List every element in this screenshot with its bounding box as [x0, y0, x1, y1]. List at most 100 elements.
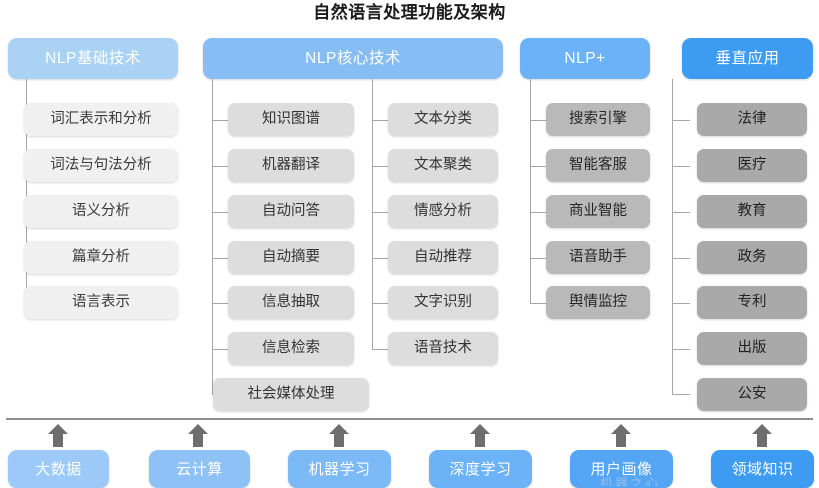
- node-col5-item-1[interactable]: 医疗: [697, 149, 807, 182]
- node-col1-item-4[interactable]: 语言表示: [24, 286, 178, 319]
- arrow-up-icon: [48, 424, 68, 447]
- arrow-up-icon: [188, 424, 208, 447]
- watermark-text: 机器之心: [600, 476, 661, 486]
- node-label: 智能客服: [569, 157, 627, 174]
- node-label: 语言表示: [72, 294, 130, 311]
- connector-trunk-col3: [372, 79, 373, 349]
- node-label: 自动问答: [262, 203, 320, 220]
- node-label: 机器翻译: [262, 157, 320, 174]
- connector-trunk-col4: [530, 79, 531, 303]
- node-col1-item-1[interactable]: 词法与句法分析: [24, 149, 178, 182]
- node-label: 篇章分析: [72, 249, 130, 266]
- section-divider: [6, 418, 813, 420]
- node-col2-item-2[interactable]: 自动问答: [228, 195, 354, 228]
- node-col5-item-6[interactable]: 公安: [697, 378, 807, 411]
- connector-trunk-col1: [26, 79, 27, 308]
- node-col4-item-4[interactable]: 舆情监控: [546, 286, 650, 319]
- foundation-label: 领域知识: [731, 460, 794, 478]
- node-col3-item-3[interactable]: 自动推荐: [388, 241, 498, 274]
- node-col1-item-2[interactable]: 语义分析: [24, 195, 178, 228]
- arrow-up-icon: [329, 424, 349, 447]
- node-label: 舆情监控: [569, 294, 627, 311]
- connector-stub: [212, 303, 230, 304]
- node-label: 法律: [737, 111, 767, 128]
- node-col3-item-4[interactable]: 文字识别: [388, 286, 498, 319]
- connector-stub: [672, 349, 690, 350]
- foundation-item-machine-learning[interactable]: 机器学习: [288, 450, 391, 488]
- node-col5-item-3[interactable]: 政务: [697, 241, 807, 274]
- node-label: 自动推荐: [414, 249, 472, 266]
- node-col4-item-3[interactable]: 语音助手: [546, 241, 650, 274]
- foundation-label: 深度学习: [449, 460, 512, 478]
- foundation-item-cloud-computing[interactable]: 云计算: [149, 450, 250, 488]
- node-label: 政务: [737, 249, 767, 266]
- node-col5-item-5[interactable]: 出版: [697, 332, 807, 365]
- foundation-item-big-data[interactable]: 大数据: [8, 450, 109, 488]
- connector-stub: [672, 394, 690, 395]
- node-col1-item-0[interactable]: 词汇表示和分析: [24, 103, 178, 136]
- node-label: 词汇表示和分析: [50, 111, 152, 128]
- node-col4-item-0[interactable]: 搜索引擎: [546, 103, 650, 136]
- header-label: NLP核心技术: [305, 49, 401, 67]
- node-col4-item-2[interactable]: 商业智能: [546, 195, 650, 228]
- node-col2-item-1[interactable]: 机器翻译: [228, 149, 354, 182]
- connector-stub: [672, 303, 690, 304]
- node-col4-item-1[interactable]: 智能客服: [546, 149, 650, 182]
- node-col5-item-2[interactable]: 教育: [697, 195, 807, 228]
- connector-stub: [530, 212, 548, 213]
- node-col3-item-1[interactable]: 文本聚类: [388, 149, 498, 182]
- node-label: 知识图谱: [262, 111, 320, 128]
- foundation-label: 机器学习: [308, 460, 371, 478]
- node-label: 文本分类: [414, 111, 472, 128]
- node-col2-item-4[interactable]: 信息抽取: [228, 286, 354, 319]
- node-label: 情感分析: [414, 203, 472, 220]
- connector-stub: [530, 303, 548, 304]
- node-col5-item-4[interactable]: 专利: [697, 286, 807, 319]
- node-col3-item-5[interactable]: 语音技术: [388, 332, 498, 365]
- node-label: 医疗: [737, 157, 767, 174]
- foundation-item-domain-knowledge[interactable]: 领域知识: [711, 450, 814, 488]
- connector-stub: [672, 166, 690, 167]
- foundation-item-deep-learning[interactable]: 深度学习: [429, 450, 532, 488]
- header-nlp-core[interactable]: NLP核心技术: [203, 38, 503, 79]
- foundation-label: 大数据: [35, 460, 82, 478]
- header-nlp-plus[interactable]: NLP+: [520, 38, 650, 79]
- connector-stub: [372, 258, 390, 259]
- node-label: 语义分析: [72, 203, 130, 220]
- node-label: 信息检索: [262, 340, 320, 357]
- connector-trunk-col5: [672, 79, 673, 395]
- connector-stub: [672, 258, 690, 259]
- node-label: 自动摘要: [262, 249, 320, 266]
- foundation-label: 用户画像: [590, 460, 653, 478]
- node-col2-item-0[interactable]: 知识图谱: [228, 103, 354, 136]
- arrow-up-icon: [611, 424, 631, 447]
- node-col2-item-6[interactable]: 社会媒体处理: [213, 378, 369, 411]
- node-label: 专利: [737, 294, 767, 311]
- header-vertical-apps[interactable]: 垂直应用: [682, 38, 813, 79]
- node-label: 语音技术: [414, 340, 472, 357]
- node-col5-item-0[interactable]: 法律: [697, 103, 807, 136]
- page-title: 自然语言处理功能及架构: [313, 3, 506, 22]
- node-label: 语音助手: [569, 249, 627, 266]
- node-label: 信息抽取: [262, 294, 320, 311]
- node-label: 公安: [737, 386, 767, 403]
- node-label: 出版: [737, 340, 767, 357]
- node-label: 社会媒体处理: [247, 386, 335, 403]
- node-col3-item-2[interactable]: 情感分析: [388, 195, 498, 228]
- node-col1-item-3[interactable]: 篇章分析: [24, 241, 178, 274]
- node-label: 商业智能: [569, 203, 627, 220]
- node-col2-item-5[interactable]: 信息检索: [228, 332, 354, 365]
- connector-stub: [212, 120, 230, 121]
- header-label: NLP+: [564, 49, 606, 67]
- connector-stub: [212, 258, 230, 259]
- connector-stub: [372, 303, 390, 304]
- header-nlp-basic[interactable]: NLP基础技术: [8, 38, 178, 79]
- node-label: 文字识别: [414, 294, 472, 311]
- node-col3-item-0[interactable]: 文本分类: [388, 103, 498, 136]
- connector-stub: [212, 212, 230, 213]
- foundation-item-user-profile[interactable]: 用户画像: [570, 450, 673, 488]
- node-col2-item-3[interactable]: 自动摘要: [228, 241, 354, 274]
- header-label: 垂直应用: [715, 49, 780, 67]
- node-label: 搜索引擎: [569, 111, 627, 128]
- connector-stub: [212, 349, 230, 350]
